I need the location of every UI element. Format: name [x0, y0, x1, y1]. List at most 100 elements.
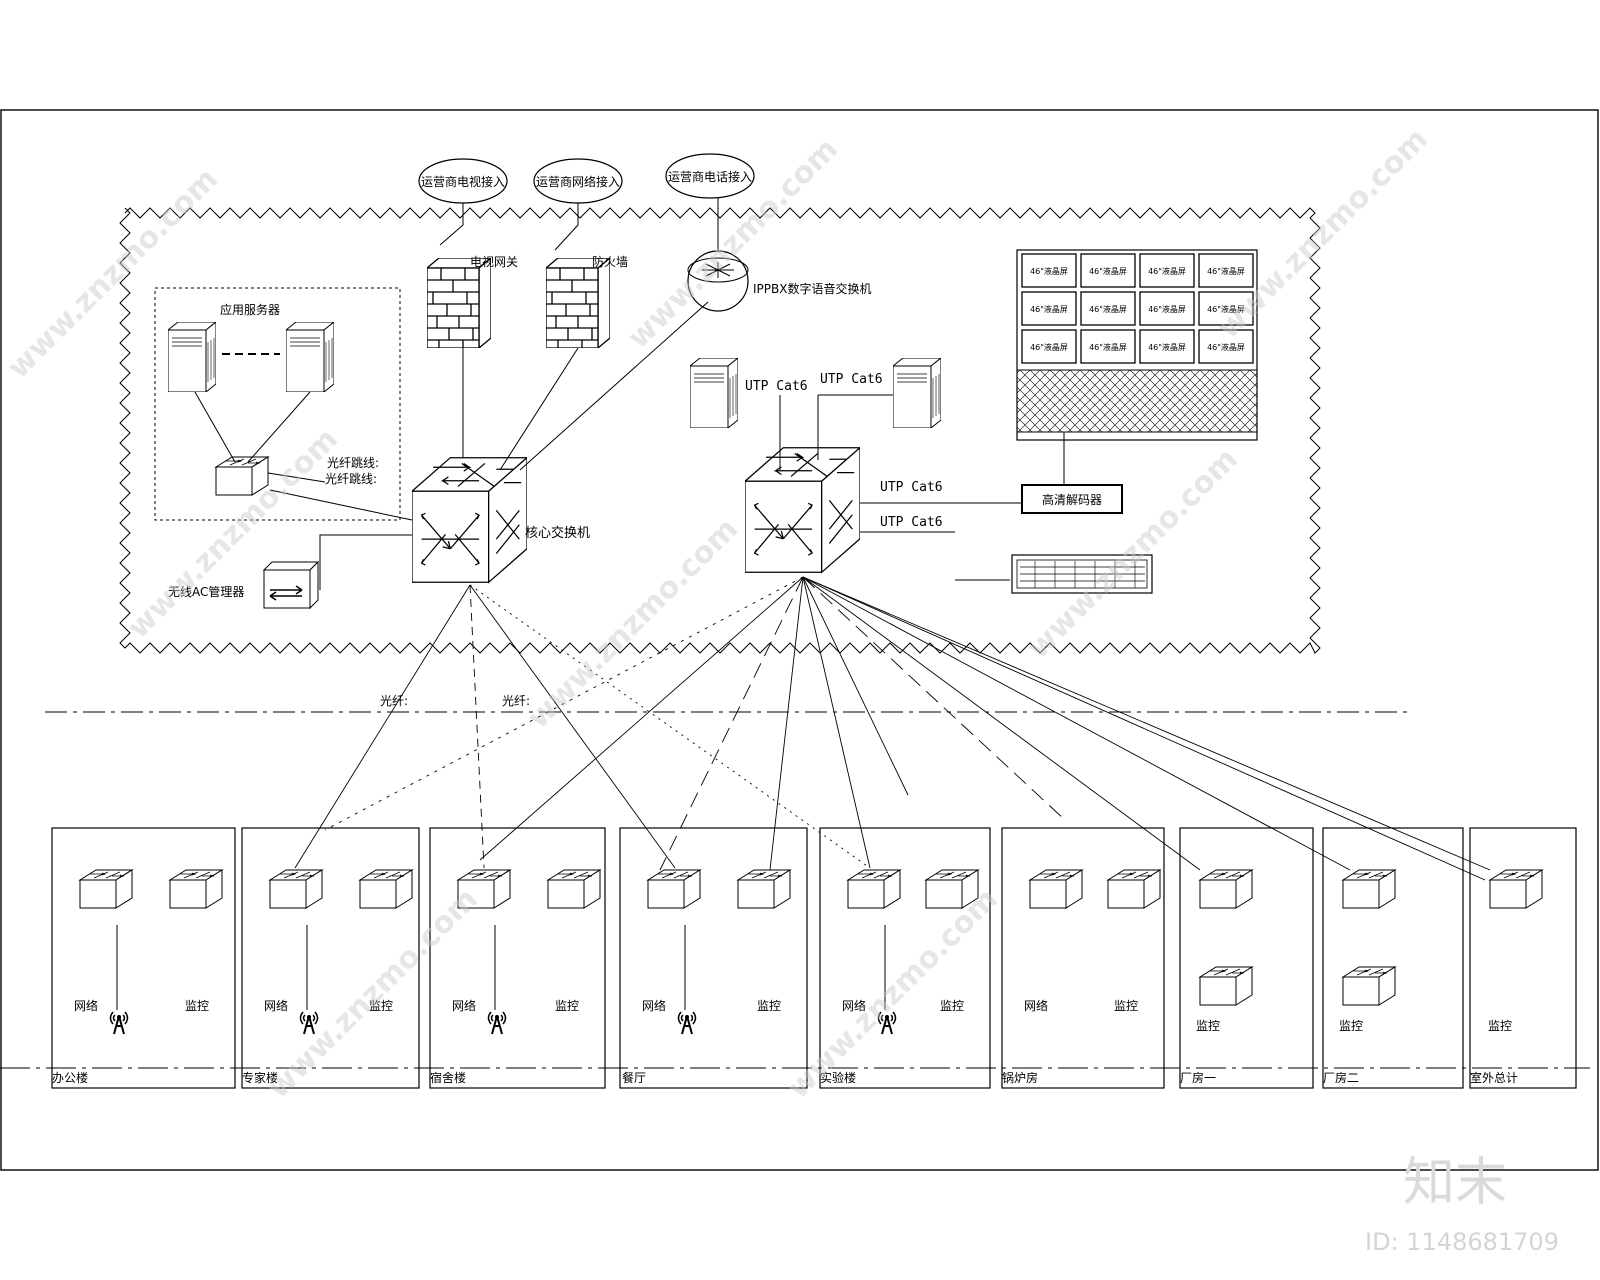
- watermark-text: www.znzmo.com: [521, 512, 745, 736]
- server-icon: [893, 358, 941, 428]
- lcd-screen: [1198, 253, 1254, 288]
- monitor-core-switch: [745, 447, 860, 573]
- lcd-screen: [1021, 329, 1077, 364]
- wireless-ap-icon: [677, 1011, 697, 1035]
- building-name: 实验楼: [820, 1070, 856, 1085]
- building-box: [1179, 827, 1314, 1089]
- lcd-screen-label: 46"液晶屏: [1089, 342, 1127, 352]
- building: 网络监控餐厅: [619, 827, 808, 1089]
- storage-array: [1011, 554, 1153, 594]
- drawing-frame: [0, 109, 1599, 1171]
- building-row: 网络监控办公楼网络监控专家楼网络监控宿舍楼网络监控餐厅网络监控实验楼网络监控锅炉…: [51, 827, 1577, 1089]
- monitor-link: [802, 576, 871, 869]
- watermark-id: ID: 1148681709: [1365, 1228, 1559, 1256]
- utp-label-3: UTP Cat6: [880, 480, 943, 495]
- lcd-screen-label: 46"液晶屏: [1207, 266, 1245, 276]
- backbone-links: [294, 576, 1491, 881]
- video-wall: 46"液晶屏 46"液晶屏 46"液晶屏 46"液晶屏 46"液晶屏 46"液晶屏 46"液…: [1016, 249, 1258, 441]
- carrier-tv-entry: 运营商电视接入: [418, 158, 508, 204]
- carrier-net-entry: 运营商网络接入: [533, 158, 623, 204]
- firewall: 防火墙: [546, 254, 628, 348]
- building-box: [429, 827, 606, 1089]
- building-box: [819, 827, 991, 1089]
- core-switch: 核心交换机: [412, 457, 590, 583]
- monitor-link: [802, 576, 909, 796]
- app-server-group: [154, 287, 401, 521]
- building-left-label: 监控: [1339, 1019, 1363, 1033]
- switch-icon: [847, 869, 901, 909]
- switch-icon: [1489, 869, 1543, 909]
- fiber-link: [469, 584, 485, 869]
- utp-label-4: UTP Cat6: [880, 515, 943, 530]
- building-left-label: 网络: [264, 998, 288, 1013]
- firewall-label: 防火墙: [592, 254, 628, 269]
- lcd-screen-label: 46"液晶屏: [1207, 342, 1245, 352]
- switch-icon: [1199, 966, 1253, 1006]
- building-name: 厂房二: [1323, 1070, 1359, 1085]
- building-name: 锅炉房: [1002, 1070, 1038, 1085]
- building: 网络监控锅炉房: [1001, 827, 1165, 1089]
- building-box: [1001, 827, 1165, 1089]
- app-server-label: 应用服务器: [220, 302, 280, 317]
- building: 网络监控办公楼: [51, 827, 236, 1089]
- building-name: 厂房一: [1180, 1070, 1216, 1085]
- server-icon: [690, 358, 738, 428]
- lcd-screen-label: 46"液晶屏: [1089, 304, 1127, 314]
- switch-icon: [1342, 869, 1396, 909]
- lcd-screen: [1139, 291, 1195, 326]
- building-right-label: 监控: [369, 999, 393, 1013]
- watermark-brand: 知末: [1403, 1153, 1507, 1213]
- server-icon: [168, 322, 216, 392]
- lcd-screen-label: 46"液晶屏: [1030, 304, 1068, 314]
- fiber-link: [469, 584, 871, 869]
- firewall-icon: [427, 258, 491, 348]
- lcd-screen-label: 46"液晶屏: [1030, 342, 1068, 352]
- switch-icon: [547, 869, 601, 909]
- building-box: [1322, 827, 1464, 1089]
- server-icon: [286, 322, 334, 392]
- ac-manager-label: 无线AC管理器: [168, 584, 244, 599]
- lcd-screen-label: 46"液晶屏: [1089, 266, 1127, 276]
- monitor-link: [324, 576, 804, 831]
- lcd-screen-label: 46"液晶屏: [1148, 304, 1186, 314]
- ippbx: IPPBX数字语音交换机: [687, 250, 871, 312]
- building-left-label: 网络: [1024, 998, 1048, 1013]
- building-name: 餐厅: [622, 1070, 646, 1085]
- switch-icon: [269, 869, 323, 909]
- firewall-icon: [546, 258, 610, 348]
- watermark-text: www.znzmo.com: [781, 882, 1005, 1106]
- monitor-link: [802, 576, 1491, 871]
- fiber-link: [294, 584, 471, 869]
- tv-gateway: 电视网关: [427, 254, 518, 348]
- monitor-link: [802, 576, 1066, 821]
- lcd-screen: [1198, 291, 1254, 326]
- fiber-label-2: 光纤:: [502, 694, 530, 708]
- building-box: [1469, 827, 1577, 1089]
- building-left-label: 监控: [1196, 1019, 1220, 1033]
- switch-icon: [1342, 966, 1396, 1006]
- building-left-label: 监控: [1488, 1019, 1512, 1033]
- switch-icon: [745, 447, 860, 573]
- monitor-link: [802, 576, 1351, 871]
- building-left-label: 网络: [74, 998, 98, 1013]
- building-right-label: 监控: [940, 999, 964, 1013]
- lcd-screen-label: 46"液晶屏: [1148, 266, 1186, 276]
- monitor-link: [802, 576, 1486, 881]
- switch-icon: [169, 869, 223, 909]
- monitor-link: [769, 576, 804, 871]
- fiber-patch-label-2: 光纤跳线:: [325, 472, 377, 486]
- wireless-ac-manager: 无线AC管理器: [168, 560, 320, 610]
- building: 网络监控宿舍楼: [429, 827, 606, 1089]
- tv-gateway-label: 电视网关: [470, 254, 518, 269]
- switch-icon: [647, 869, 701, 909]
- carrier-phone-entry: 运营商电话接入: [665, 153, 755, 199]
- lcd-screen: [1080, 329, 1136, 364]
- building-box: [619, 827, 808, 1089]
- building-name: 室外总计: [1470, 1070, 1518, 1085]
- monitor-link: [802, 576, 1201, 871]
- building-left-label: 网络: [842, 998, 866, 1013]
